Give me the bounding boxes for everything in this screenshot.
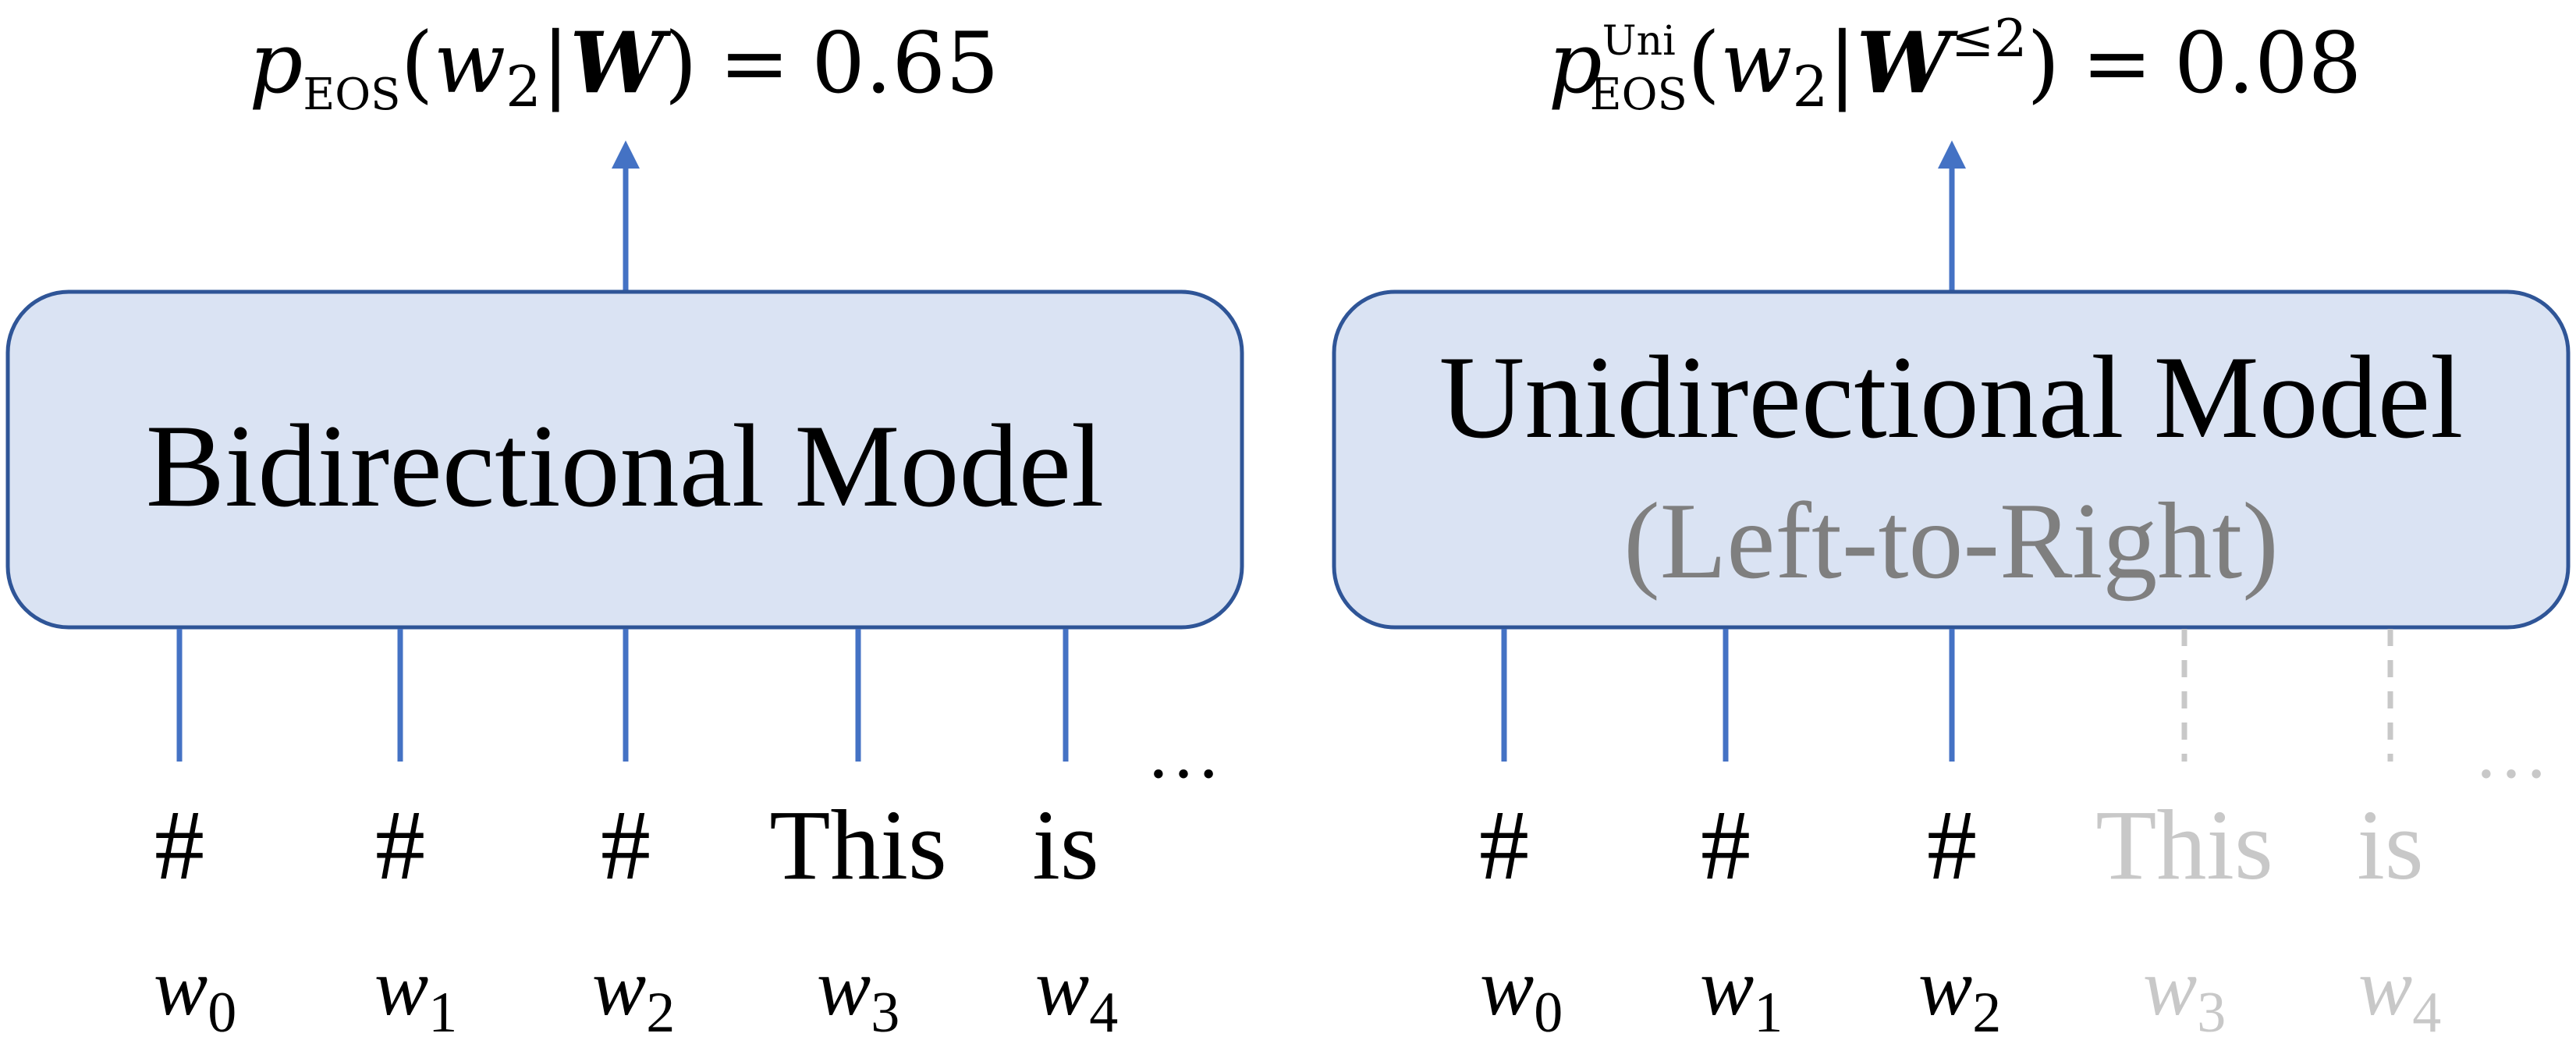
left-token-4: is [1032,790,1098,900]
left-formula-p: p [249,15,303,112]
bidirectional-model-box [5,289,1244,630]
right-formula-open: ( [1687,15,1720,112]
left-word-1: w1 [374,943,457,1045]
right-token-2: # [1927,790,1977,900]
left-formula-w: w [434,15,506,112]
left-token-1: # [375,790,425,900]
left-formula-open: ( [401,15,434,112]
right-word-0: w0 [1480,943,1563,1045]
right-formula-bar: | [1828,15,1856,112]
right-model-subtitle: (Left-to-Right) [1623,481,2279,602]
left-formula-eq: = [719,15,790,112]
right-formula-eq: = [2081,15,2152,112]
right-word-2: w2 [1918,943,2001,1045]
unidirectional-model-box [1332,289,2571,630]
right-ellipsis: … [2474,710,2553,794]
right-token-1: # [1701,790,1751,900]
left-formula-bar: | [541,15,569,112]
left-token-0: # [154,790,204,900]
left-model-title: Bidirectional Model [146,400,1104,531]
left-formula-p-sub: EOS [303,69,400,120]
right-token-4-masked: is [2357,790,2423,900]
left-word-4: w4 [1035,943,1118,1045]
right-token-3-masked: This [2095,790,2273,900]
left-token-3: This [769,790,947,900]
left-word-3: w3 [817,943,899,1045]
right-formula-p: p [1549,15,1602,112]
left-formula-w-sub: 2 [506,54,541,119]
left-word-0: w0 [154,943,236,1045]
right-formula-w: w [1720,15,1792,112]
left-formula-W: W [569,14,672,112]
left-formula-close: ) [665,15,697,112]
left-output-arrow-head-icon [612,140,640,169]
right-formula-p-sup: Uni [1602,18,1676,65]
right-model-title: Unidirectional Model [1439,332,2464,463]
right-formula-w-sub: 2 [1792,54,1828,119]
right-formula-close: ) [2027,15,2060,112]
right-output-arrow-head-icon [1938,140,1966,169]
left-word-2: w2 [592,943,675,1045]
right-token-0: # [1479,790,1529,900]
left-token-2: # [601,790,651,900]
right-formula-value: 0.08 [2174,15,2361,112]
left-formula-value: 0.65 [811,15,999,112]
right-formula-p-sub: EOS [1590,69,1687,120]
left-formula: pEOS(w2|W)=0.65 [249,14,999,120]
right-formula-W-sup: ≤2 [1951,9,2027,69]
right-word-1: w1 [1700,943,1783,1045]
right-formula-W: W [1857,14,1959,112]
right-word-4-masked: w4 [2358,943,2441,1045]
right-word-3-masked: w3 [2143,943,2226,1045]
left-panel: pEOS(w2|W)=0.65 Bidirectional Model … # … [5,14,1244,1045]
left-ellipsis: … [1146,710,1226,794]
